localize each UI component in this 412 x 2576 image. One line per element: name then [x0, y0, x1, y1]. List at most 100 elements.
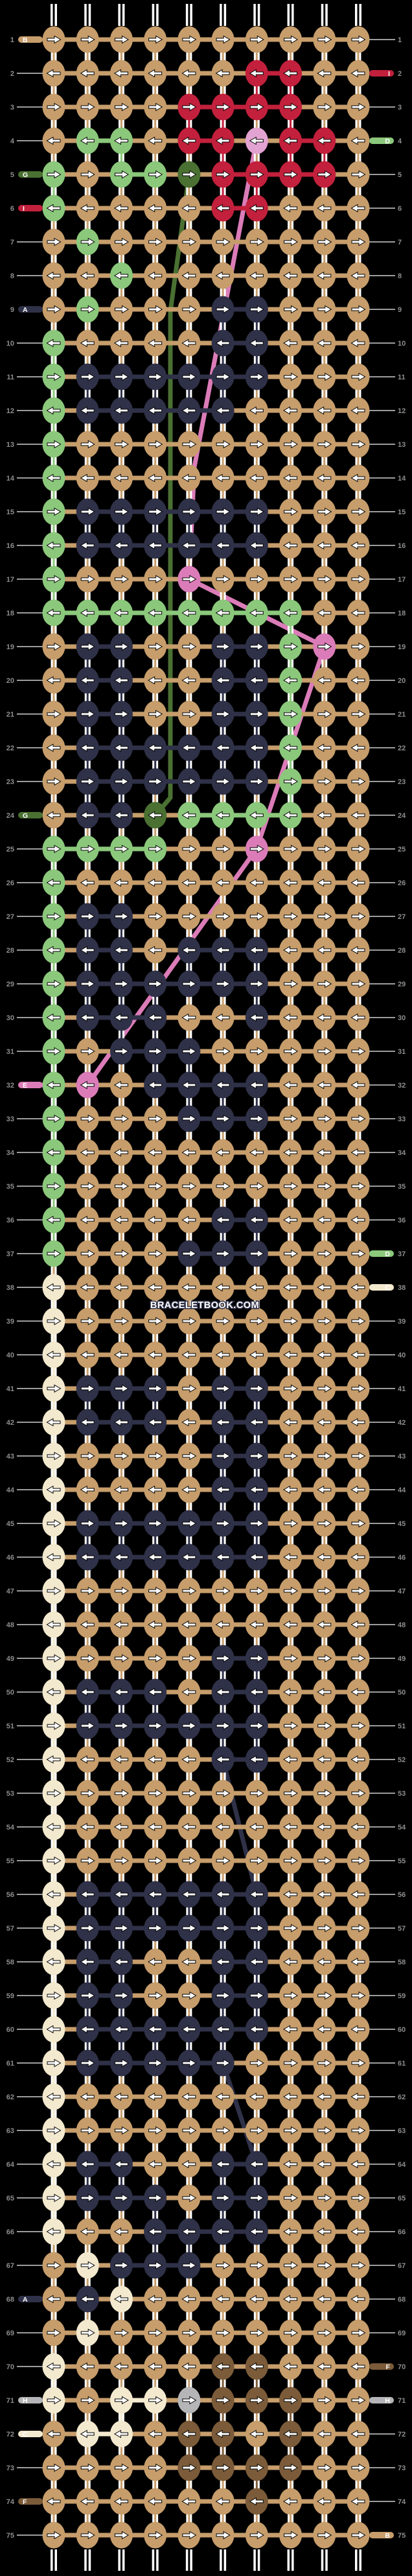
row-tick	[186, 2176, 189, 2186]
row-tick	[118, 52, 120, 61]
row-tick	[257, 760, 260, 769]
strand-float	[220, 2060, 259, 2167]
row-tick	[54, 929, 57, 938]
strand-link	[288, 826, 293, 839]
strand-link	[153, 859, 158, 872]
strand-segment	[299, 206, 315, 211]
strand-segment	[333, 408, 349, 413]
arrow-left-icon	[249, 204, 264, 213]
row-tick	[292, 524, 294, 533]
row-tick	[355, 1030, 358, 1039]
arrow-left-icon	[317, 2092, 332, 2101]
strand-link	[356, 185, 361, 198]
strand-link	[51, 2411, 56, 2424]
row-tick	[253, 1097, 256, 1106]
row-tick	[152, 1097, 155, 1106]
strand-segment	[299, 1217, 315, 1222]
strand-link	[356, 1837, 361, 1850]
strand-link	[187, 758, 192, 771]
strand-link	[119, 50, 124, 63]
row-tick	[288, 693, 290, 702]
strand-link	[51, 657, 56, 670]
arrow-left-icon	[148, 204, 163, 213]
row-tick	[253, 1333, 256, 1342]
arrow-left-icon	[249, 473, 264, 483]
strand-segment	[232, 1150, 248, 1155]
strand-segment	[164, 846, 180, 852]
row-tick	[292, 1806, 294, 1815]
strand-link	[288, 2141, 293, 2154]
strand-segment	[63, 2533, 79, 2538]
strand-link	[322, 2073, 327, 2086]
arrow-right-icon	[284, 1586, 299, 1595]
strand-link	[220, 522, 225, 535]
guide-line-right	[369, 1422, 395, 1423]
arrow-right-icon	[216, 372, 231, 381]
strand-segment	[130, 2060, 146, 2066]
thread-stub	[54, 4, 57, 26]
guide-line-left	[17, 1691, 43, 1693]
strand-segment	[232, 1082, 248, 1088]
strand-segment	[97, 880, 113, 885]
strand-link	[322, 2512, 327, 2525]
row-number-left: 61	[6, 2060, 14, 2068]
row-tick	[54, 423, 57, 432]
strand-segment	[266, 1386, 282, 1391]
row-tick	[122, 895, 124, 904]
row-tick	[359, 524, 361, 533]
strand-segment	[97, 2094, 113, 2099]
strand-segment	[164, 880, 180, 885]
strand-segment	[232, 104, 248, 110]
strand-segment	[299, 1993, 315, 1998]
row-tick	[325, 558, 328, 567]
strand-segment	[97, 1858, 113, 1863]
strand-segment	[97, 509, 113, 514]
strand-link	[119, 657, 124, 670]
strand-segment	[299, 1487, 315, 1492]
arrow-left-icon	[215, 1755, 230, 1764]
strand-segment	[198, 1352, 214, 1357]
row-tick	[152, 524, 155, 533]
strand-segment	[299, 37, 315, 42]
row-tick	[257, 1772, 260, 1781]
strand-link	[85, 185, 90, 198]
strand-link	[254, 826, 259, 839]
strand-segment	[130, 1049, 146, 1054]
strand-link	[119, 185, 124, 198]
strand-link	[288, 1905, 293, 1918]
arrow-right-icon	[47, 237, 62, 246]
strand-link	[153, 84, 158, 97]
arrow-right-icon	[47, 1249, 62, 1258]
strand-link	[187, 488, 192, 501]
strand-segment	[333, 2128, 349, 2133]
arrow-right-icon	[351, 1924, 366, 1933]
arrow-right-icon	[249, 979, 264, 988]
strand-link	[51, 859, 56, 872]
row-tick	[253, 1165, 256, 1174]
arrow-left-icon	[249, 2362, 264, 2371]
strand-segment	[266, 779, 282, 784]
strand-segment	[299, 475, 315, 481]
strand-link	[356, 1365, 361, 1378]
row-tick	[156, 1502, 159, 1511]
row-tick	[223, 2109, 226, 2118]
row-tick	[190, 2514, 192, 2523]
row-tick	[292, 1401, 294, 1410]
row-tick	[186, 861, 189, 870]
arrow-left-icon	[148, 1688, 163, 1697]
arrow-right-icon	[351, 170, 366, 179]
strand-link	[51, 252, 56, 265]
strand-segment	[333, 1588, 349, 1593]
strand-segment	[232, 745, 248, 750]
strand-segment	[266, 2195, 282, 2200]
row-tick	[84, 2143, 87, 2152]
strand-link	[119, 826, 124, 839]
row-tick	[152, 1873, 155, 1882]
strand-link	[254, 2411, 259, 2424]
row-tick	[257, 1435, 260, 1444]
strand-link	[153, 1062, 158, 1075]
row-tick	[325, 322, 328, 331]
strand-link	[322, 2478, 327, 2491]
row-tick	[220, 52, 222, 61]
row-tick	[359, 2379, 361, 2388]
